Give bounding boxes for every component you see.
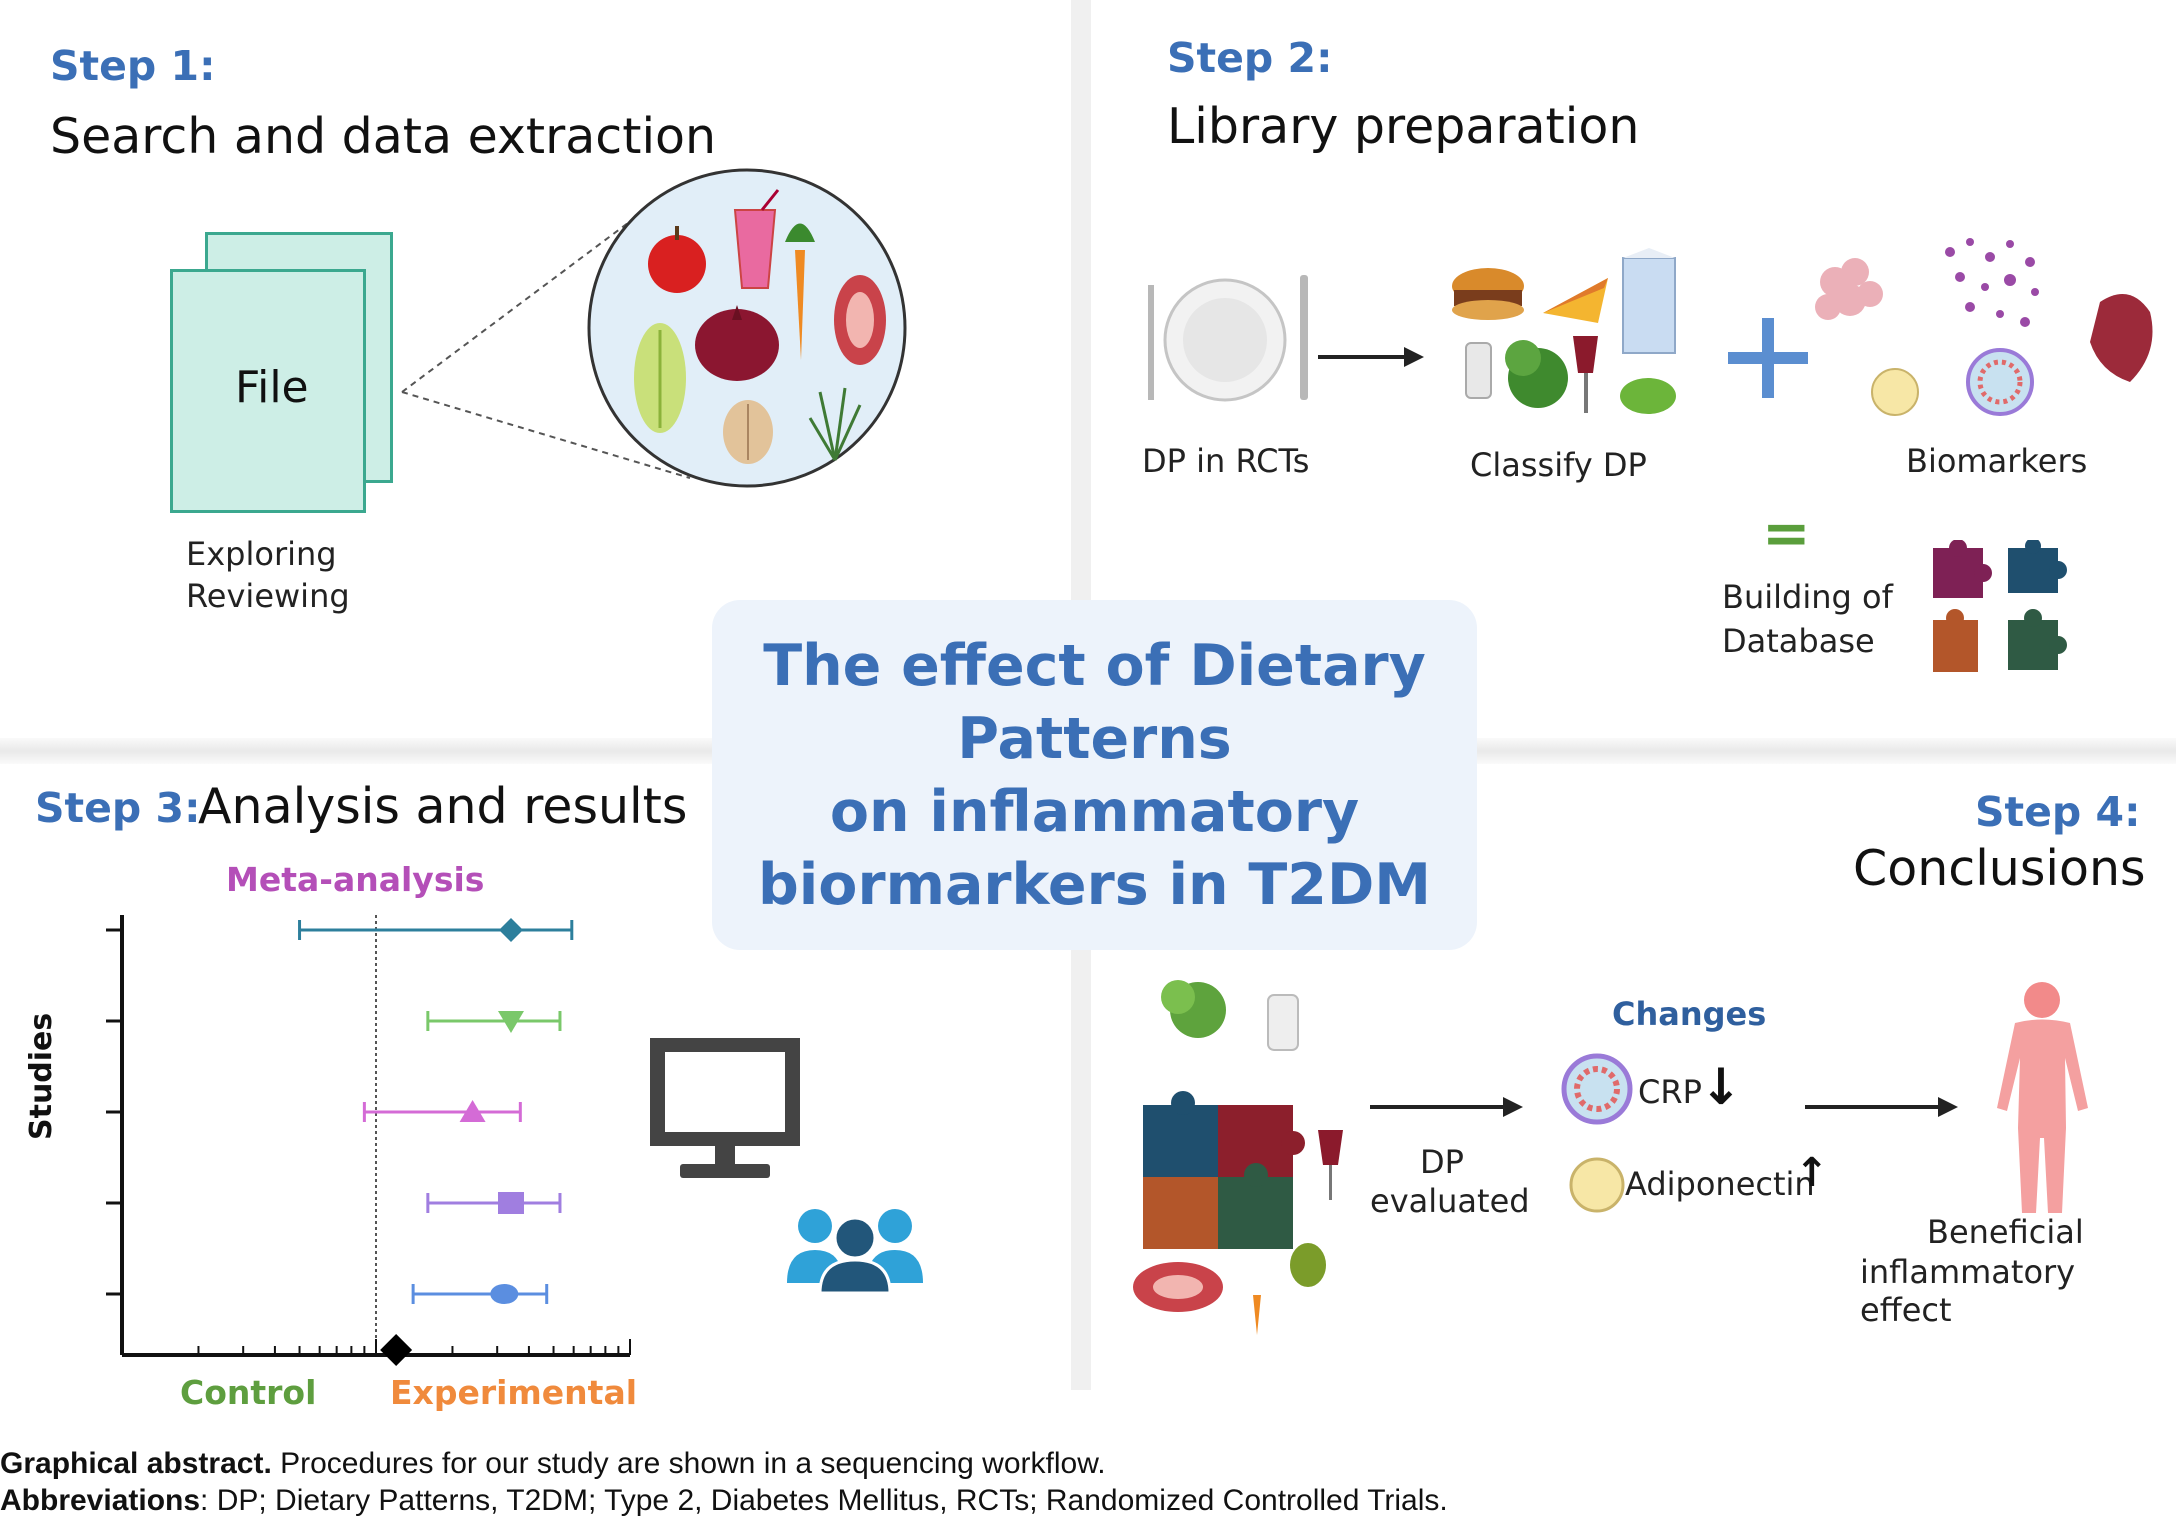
bean-icon	[723, 400, 773, 464]
caption-lead2: Abbreviations	[0, 1484, 201, 1517]
crp-label: CRP	[1638, 1073, 1702, 1111]
caption-text2: : DP; Dietary Patterns, T2DM; Type 2, Di…	[200, 1484, 1448, 1517]
control-label: Control	[180, 1373, 317, 1412]
adiponectin-label: Adiponectin	[1625, 1165, 1815, 1203]
onion-icon	[695, 305, 779, 381]
step3-label: Step 3:	[35, 784, 201, 832]
apple-icon	[648, 226, 706, 293]
beneficial-line2: inflammatory effect	[1860, 1253, 2076, 1329]
point-estimate	[497, 1192, 524, 1214]
center-title-box	[712, 600, 1477, 950]
exploring-label: Exploring	[186, 535, 337, 573]
lettuce-icon	[634, 323, 686, 433]
center-title: The effect of Dietary Patterns on inflam…	[712, 630, 1477, 922]
step2-label: Step 2:	[1167, 34, 1333, 82]
divider-horizontal-left	[0, 738, 712, 764]
meta-analysis-title: Meta-analysis	[226, 860, 485, 899]
computer-monitor-icon	[650, 1038, 800, 1178]
divider-vertical-bottom	[1071, 950, 1091, 1390]
dp-in-rcts-label: DP in RCTs	[1142, 442, 1310, 480]
experimental-label: Experimental	[390, 1373, 638, 1412]
point-estimate	[490, 1284, 519, 1304]
changes-label: Changes	[1612, 995, 1767, 1033]
dp-puzzle-food-illustration	[1133, 980, 1343, 1335]
point-estimate	[459, 1100, 486, 1122]
center-title-line2: Patterns	[957, 706, 1232, 772]
classify-dp-label: Classify DP	[1470, 446, 1647, 484]
step4-label: Step 4:	[1975, 788, 2141, 836]
crp-icon	[1561, 1053, 1633, 1125]
reviewing-label: Reviewing	[186, 577, 350, 615]
step3-title: Analysis and results	[198, 778, 688, 835]
building-label-line2: Database	[1722, 622, 1875, 660]
meat-icon	[834, 275, 886, 365]
center-title-line1: The effect of Dietary	[763, 633, 1426, 699]
file-label: File	[235, 362, 309, 413]
puzzle-pieces-icon	[1933, 540, 2067, 672]
caption-line2: Abbreviations: DP; Dietary Patterns, T2D…	[0, 1484, 1448, 1518]
users-group-icon	[787, 1209, 923, 1293]
caption-lead1: Graphical abstract.	[0, 1447, 272, 1480]
forest-plot	[106, 915, 631, 1366]
herb-icon	[808, 387, 862, 461]
adiponectin-increase-arrow: ↑	[1795, 1150, 1829, 1196]
arrow-right-icon-2	[1370, 1097, 1523, 1117]
dp-evaluated-line1: DP	[1420, 1143, 1464, 1181]
divider-vertical-top	[1071, 0, 1091, 600]
dp-evaluated-line2: evaluated	[1370, 1182, 1530, 1220]
smoothie-icon	[733, 189, 780, 289]
center-title-line4: biormarkers in T2DM	[757, 852, 1432, 918]
crp-decrease-arrow: ↓	[1700, 1058, 1742, 1116]
pooled-estimate	[380, 1334, 413, 1366]
food-group-icon	[1452, 248, 1676, 414]
equals-sign: =	[1762, 499, 1811, 567]
divider-horizontal-right	[1477, 738, 2176, 764]
building-label-line1: Building of	[1722, 578, 1893, 616]
caption-text1: Procedures for our study are shown in a …	[271, 1447, 1106, 1480]
arrow-right-icon-3	[1805, 1097, 1958, 1117]
human-body-icon	[1997, 982, 2088, 1213]
food-zoom-illustration	[401, 168, 907, 488]
step4-title: Conclusions	[1853, 840, 2146, 897]
center-title-line3: on inflammatory	[829, 779, 1360, 845]
step1-label: Step 1:	[50, 42, 216, 90]
file-icon: File	[170, 232, 393, 513]
beneficial-line1: Beneficial	[1927, 1213, 2084, 1251]
point-estimate	[498, 918, 523, 942]
biomarker-cells-icon	[1815, 238, 2153, 416]
studies-axis-label: Studies	[24, 1012, 59, 1140]
step1-title: Search and data extraction	[50, 108, 717, 165]
carrot-icon	[785, 223, 815, 360]
point-estimate	[497, 1011, 524, 1033]
plus-icon	[1728, 318, 1808, 398]
caption-line1: Graphical abstract. Procedures for our s…	[0, 1447, 1106, 1481]
step2-title: Library preparation	[1167, 98, 1640, 155]
plate-icon	[1148, 275, 1308, 402]
arrow-right-icon	[1318, 347, 1424, 367]
adiponectin-icon	[1569, 1157, 1625, 1213]
biomarkers-label: Biomarkers	[1906, 442, 2088, 480]
